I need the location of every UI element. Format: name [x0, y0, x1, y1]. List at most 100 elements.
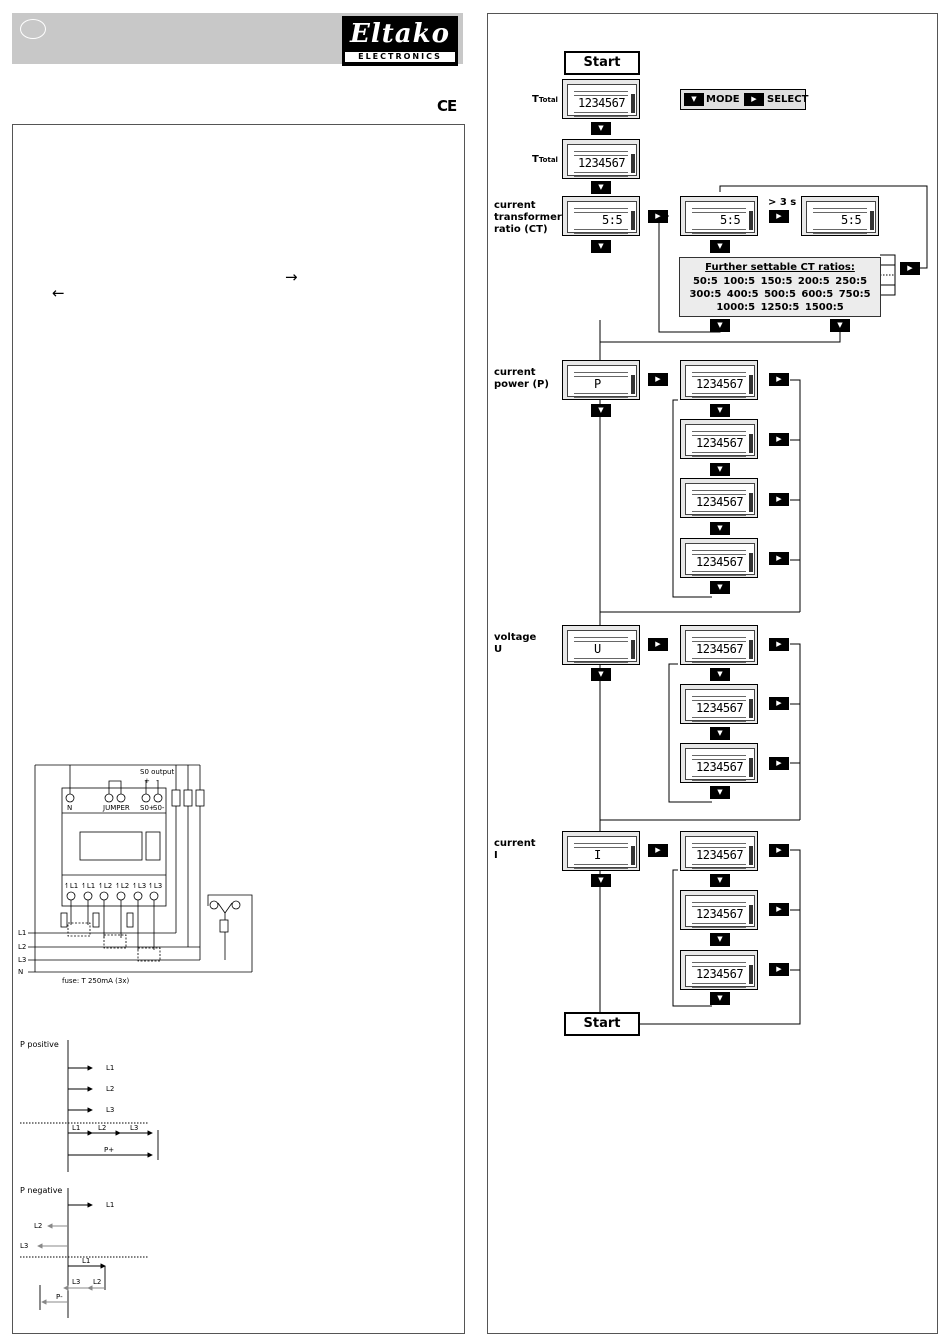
left-panel: [12, 124, 465, 1334]
select-button-u1[interactable]: ▶: [769, 638, 789, 651]
select-button-ct-2[interactable]: ▶: [769, 210, 789, 223]
pn-l1: L1: [106, 1201, 115, 1209]
line-l1-label: L1: [18, 929, 27, 937]
line-l3-label: L3: [18, 956, 27, 964]
select-button-current[interactable]: ▶: [648, 844, 668, 857]
meter-buttons: [145, 831, 161, 861]
mode-button-p2[interactable]: ▼: [710, 463, 730, 476]
terminal-jumper: JUMPER: [103, 804, 130, 812]
select-button-i1[interactable]: ▶: [769, 844, 789, 857]
brand-logo: Eltako ELECTRONICS: [342, 16, 458, 66]
pn-l1-sum: L1: [82, 1257, 91, 1265]
brand-subtitle: ELECTRONICS: [345, 52, 455, 62]
t-total-label-1: TTotal: [532, 94, 558, 105]
ct-ratios-row-1: 50:5 100:5 150:5 200:5 250:5: [692, 276, 868, 287]
lcd-power-total: 1234567: [680, 360, 758, 400]
lcd-power-l2: 1234567: [680, 478, 758, 518]
start-box-top: Start: [564, 51, 640, 75]
select-button-p1[interactable]: ▶: [769, 373, 789, 386]
select-button-ct-1[interactable]: ▶: [648, 210, 668, 223]
mode-button-voltage[interactable]: ▼: [591, 668, 611, 681]
select-button-i3[interactable]: ▶: [769, 963, 789, 976]
terminal-n: N: [67, 804, 73, 812]
mode-button-i3[interactable]: ▼: [710, 992, 730, 1005]
mode-button-power[interactable]: ▼: [591, 404, 611, 417]
pp-l1: L1: [106, 1064, 115, 1072]
pp-l3: L3: [106, 1106, 115, 1114]
lcd-current-l1: 1234567: [680, 831, 758, 871]
terminal-s0minus: S0-: [153, 804, 165, 812]
terminal-l3-in: ↿L3: [132, 882, 147, 890]
select-button-voltage[interactable]: ▶: [648, 638, 668, 651]
p-negative-title: P negative: [20, 1186, 63, 1195]
ce-mark: CE: [437, 97, 457, 115]
select-button-u3[interactable]: ▶: [769, 757, 789, 770]
ct-ratios-row-3: 1000:5 1250:5 1500:5: [716, 302, 844, 313]
mode-label: MODE: [706, 94, 740, 105]
s0-output-label: S0 output: [140, 768, 175, 776]
mode-button-1[interactable]: ▼: [591, 122, 611, 135]
ct-ratios-box: Further settable CT ratios: 50:5 100:5 1…: [679, 257, 881, 317]
mode-button-icon: ▼: [684, 93, 704, 106]
select-button-p2[interactable]: ▶: [769, 433, 789, 446]
lcd-voltage-l3: 1234567: [680, 743, 758, 783]
pn-total: P-: [56, 1293, 63, 1301]
lcd-ct-3: 5:5: [801, 196, 879, 236]
terminal-l1-out: ↿L1: [81, 882, 96, 890]
select-button-p4[interactable]: ▶: [769, 552, 789, 565]
mode-select-legend: ▼ MODE ▶ SELECT: [680, 89, 808, 110]
mode-button-i1[interactable]: ▼: [710, 874, 730, 887]
lcd-voltage-l1: 1234567: [680, 625, 758, 665]
select-button-i2[interactable]: ▶: [769, 903, 789, 916]
terminal-l2-out: ↿L2: [115, 882, 130, 890]
select-button-u2[interactable]: ▶: [769, 697, 789, 710]
pp-l3-sum: L3: [130, 1124, 139, 1132]
mode-button-3[interactable]: ▼: [591, 240, 611, 253]
t-total-label-2: TTotal: [532, 154, 558, 165]
region-badge: GB: [20, 19, 46, 39]
line-n-label: N: [18, 968, 24, 976]
terminal-l3-out: ↿L3: [148, 882, 163, 890]
mode-button-current[interactable]: ▼: [591, 874, 611, 887]
select-button-ct-3[interactable]: ▶: [900, 262, 920, 275]
mode-button-u1[interactable]: ▼: [710, 668, 730, 681]
mode-button-ct[interactable]: ▼: [710, 240, 730, 253]
pn-l2: L2: [34, 1222, 43, 1230]
lcd-current-l2: 1234567: [680, 890, 758, 930]
s0-minus-sign: -: [156, 777, 159, 785]
mode-button-ct-2[interactable]: ▼: [710, 319, 730, 332]
mode-button-p4[interactable]: ▼: [710, 581, 730, 594]
pn-l2-sum: L2: [93, 1278, 102, 1286]
mode-button-ct-3[interactable]: ▼: [830, 319, 850, 332]
lcd-ct-2: 5:5: [680, 196, 758, 236]
mode-button-p3[interactable]: ▼: [710, 522, 730, 535]
mode-button-i2[interactable]: ▼: [710, 933, 730, 946]
mode-button-2[interactable]: ▼: [591, 181, 611, 194]
pn-l3-sum: L3: [72, 1278, 81, 1286]
mode-button-u2[interactable]: ▼: [710, 727, 730, 740]
lcd-current-l3: 1234567: [680, 950, 758, 990]
meter-display: [79, 831, 143, 861]
select-button-power[interactable]: ▶: [648, 373, 668, 386]
meter-housing: [61, 787, 167, 907]
mode-button-p1[interactable]: ▼: [710, 404, 730, 417]
lcd-power-l3: 1234567: [680, 538, 758, 578]
lcd-power-mode: P: [562, 360, 640, 400]
pp-l2-sum: L2: [98, 1124, 107, 1132]
lcd-total-2: 1234567: [562, 139, 640, 179]
arrow-left-glyph: ←: [52, 284, 65, 302]
mode-button-u3[interactable]: ▼: [710, 786, 730, 799]
right-panel: [487, 13, 938, 1334]
select-button-p3[interactable]: ▶: [769, 493, 789, 506]
ct-ratios-title: Further settable CT ratios:: [705, 262, 855, 273]
pn-l3: L3: [20, 1242, 29, 1250]
ct-ratios-row-2: 300:5 400:5 500:5 600:5 750:5: [689, 289, 871, 300]
lcd-total-1: 1234567: [562, 79, 640, 119]
start-box-bottom: Start: [564, 1012, 640, 1036]
p-positive-title: P positive: [20, 1040, 59, 1049]
